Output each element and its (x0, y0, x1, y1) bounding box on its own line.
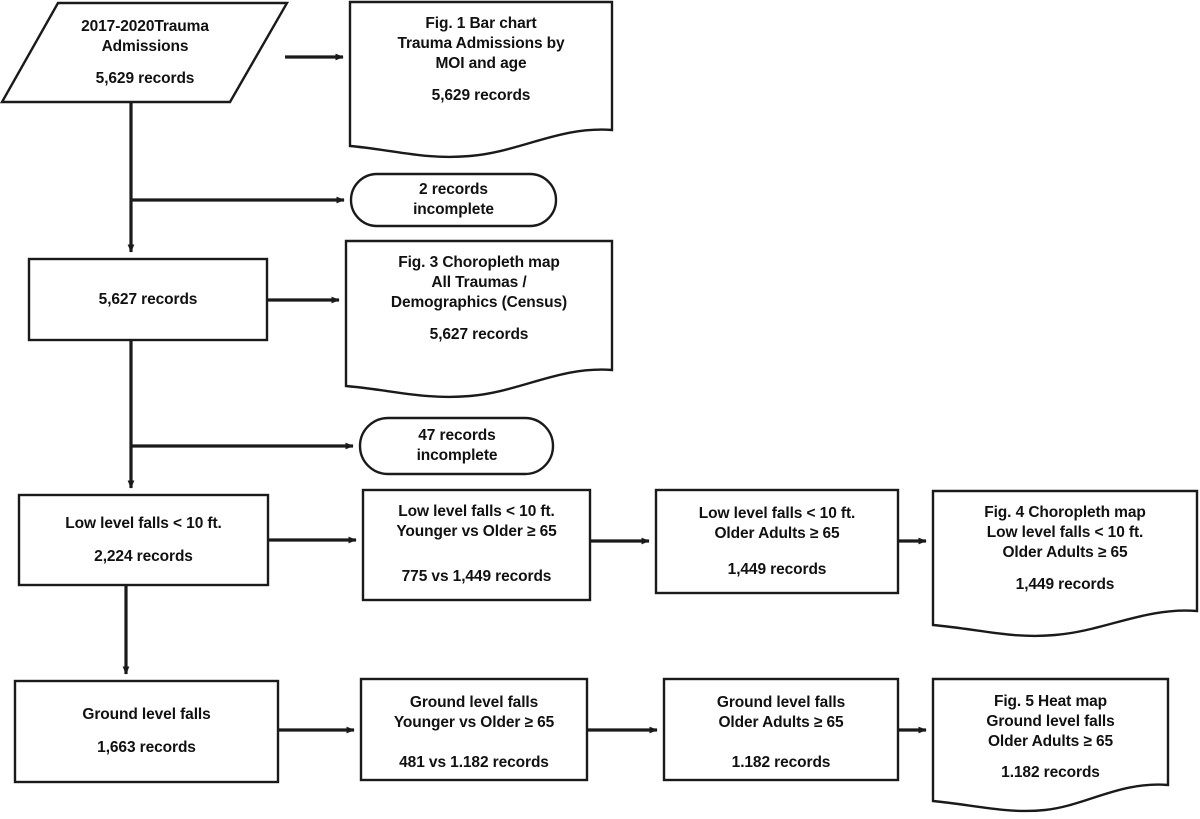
shape-ground-level-falls-younger-vs-older (359, 677, 589, 782)
shape-fig1-bar-chart (348, 0, 614, 159)
shape-source-admissions (0, 1, 290, 104)
shape-fig5-heat-map (931, 677, 1170, 813)
shape-exclusion-47-records (358, 416, 555, 476)
shape-ground-level-falls-older-adults (662, 677, 900, 782)
shape-exclusion-2-records (349, 172, 558, 228)
shape-fig4-choropleth-map (931, 489, 1199, 638)
shape-low-level-falls-younger-vs-older (361, 488, 592, 602)
shape-low-level-falls-older-adults (654, 488, 900, 595)
shape-fig3-choropleth-map (344, 239, 614, 399)
shape-ground-level-falls (13, 679, 280, 784)
shape-low-level-falls (17, 493, 270, 587)
shape-records-5627 (27, 257, 269, 342)
